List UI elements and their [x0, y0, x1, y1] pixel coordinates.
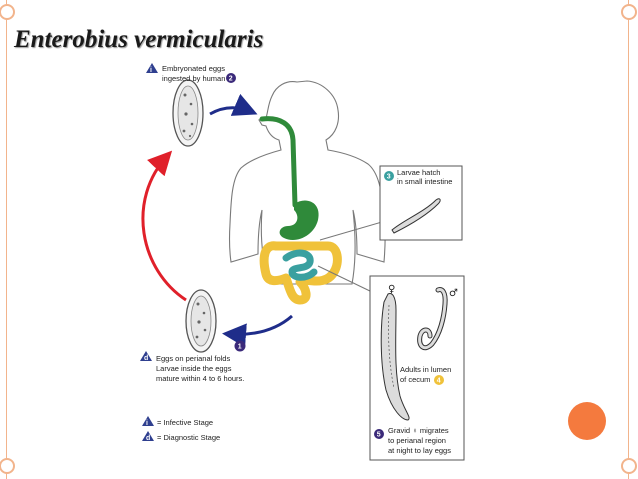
frame-dot-left-top	[0, 4, 15, 20]
frame-dot-left-bottom	[0, 458, 15, 474]
step5-number: 5	[377, 432, 381, 439]
step2-label-line2: ingested by human	[162, 74, 225, 83]
stage-letter-step2: i	[150, 67, 152, 74]
callout-line-step4	[317, 265, 373, 293]
frame-right-line	[628, 0, 629, 479]
step5-number-circle	[374, 429, 384, 439]
legend-diagnostic-text: = Diagnostic Stage	[157, 433, 220, 442]
accent-orange-circle	[568, 402, 606, 440]
step5-label-line2: to perianal region	[388, 436, 446, 445]
large-intestine	[259, 241, 342, 305]
step3-label-line1: Larvae hatch	[397, 168, 440, 177]
stage-triangle-diagnostic	[140, 351, 152, 361]
legend-infective-text: = Infective Stage	[157, 418, 213, 427]
frame-dot-right-top	[621, 4, 637, 20]
step1-number-circle	[234, 340, 246, 352]
arrow-ingestion	[209, 93, 258, 116]
male-worm-inner	[418, 288, 447, 350]
step3-label-line2: in small intestine	[397, 177, 452, 186]
step3-number: 3	[387, 174, 391, 181]
step2-number-circle	[226, 73, 236, 83]
arrow-cycle-return	[141, 150, 187, 302]
stage-triangle-infective	[146, 63, 158, 73]
female-worm-internal	[388, 304, 395, 389]
frame-dot-right-bottom	[621, 458, 637, 474]
arrow-to-perianal	[222, 314, 293, 348]
stage-letter-step1: d	[144, 355, 148, 362]
legend-diagnostic-triangle	[142, 431, 154, 441]
slide-title: Enterobius vermicularis	[14, 26, 264, 53]
step4-number-circle	[434, 375, 444, 385]
female-symbol: ♀	[388, 284, 395, 295]
male-symbol: ♂	[449, 288, 458, 299]
step2-label-line1: Embryonated eggs	[162, 64, 225, 73]
step3-number-circle	[384, 171, 394, 181]
step1-label-line3: mature within 4 to 6 hours.	[156, 374, 244, 383]
small-intestine	[282, 249, 318, 281]
legend-diagnostic-letter: d	[146, 435, 150, 442]
step1-label-line2: Larvae inside the eggs	[156, 364, 232, 373]
egg-embryonated	[172, 79, 204, 147]
step1-number: 1	[238, 344, 242, 351]
egg-on-perianal-folds	[185, 289, 217, 353]
step5-label-line1: Gravid ♀ migrates	[388, 426, 449, 435]
frame-left-line	[6, 0, 7, 479]
stomach	[279, 200, 319, 240]
step5-label-line3: at night to lay eggs	[388, 446, 451, 455]
callout-line-step3	[319, 221, 383, 241]
step3-box	[379, 165, 463, 241]
step2-number: 2	[229, 76, 233, 83]
larva-drawing	[391, 198, 441, 234]
step4-label-line1: Adults in lumen	[400, 365, 451, 374]
step4-label-line2: of cecum	[400, 375, 430, 384]
legend-infective-letter: i	[146, 420, 148, 427]
step1-label-line1: Eggs on perianal folds	[156, 354, 230, 363]
step4-number: 4	[437, 378, 441, 385]
esophagus	[259, 116, 298, 208]
legend-infective-triangle	[142, 416, 154, 426]
